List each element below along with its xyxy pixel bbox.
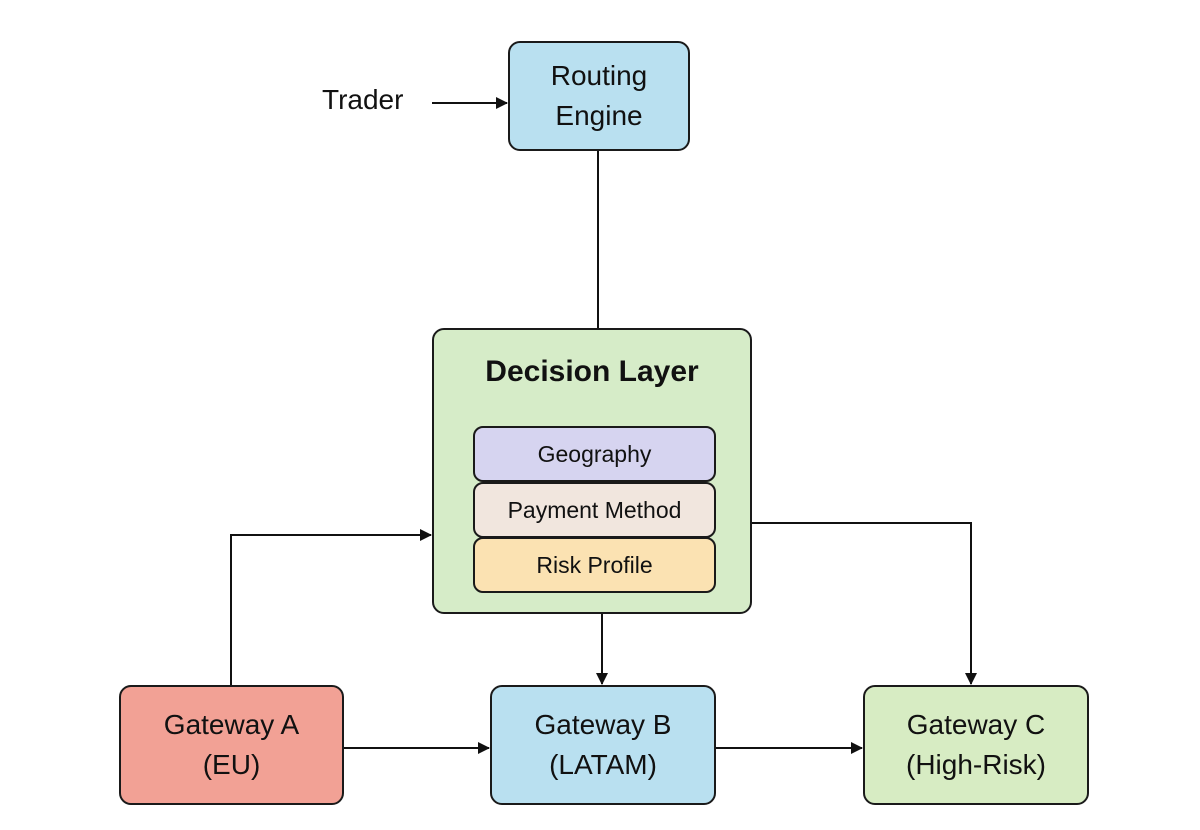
gateway-c-node[interactable]: Gateway C (High-Risk): [863, 685, 1089, 805]
trader-label: Trader: [322, 84, 404, 115]
routing-engine-node[interactable]: Routing Engine: [508, 41, 690, 151]
gateway-a-name: Gateway A: [163, 709, 300, 740]
gateway-a-node[interactable]: Gateway A (EU): [119, 685, 344, 805]
gateway-a-region: (EU): [202, 749, 261, 780]
decision-layer-title: Decision Layer: [485, 355, 699, 388]
factor-payment-method[interactable]: Payment Method: [473, 482, 716, 538]
decision-layer-node[interactable]: Decision Layer Geography Payment Method …: [432, 328, 752, 614]
gateway-c-region: (High-Risk): [906, 749, 1046, 780]
gateway-b-node[interactable]: Gateway B (LATAM): [490, 685, 716, 805]
edge-gateway-a-to-decision: [230, 529, 432, 685]
gateway-c-name: Gateway C: [906, 709, 1046, 740]
factor-geography[interactable]: Geography: [473, 426, 716, 482]
edge-decision-to-gateway-c: [752, 522, 977, 685]
gateway-b-region: (LATAM): [549, 749, 657, 780]
routing-engine-label-line2: Engine: [555, 100, 643, 131]
routing-engine-label-line1: Routing: [550, 60, 648, 91]
gateway-b-name: Gateway B: [534, 709, 672, 740]
factor-risk-profile[interactable]: Risk Profile: [473, 537, 716, 593]
